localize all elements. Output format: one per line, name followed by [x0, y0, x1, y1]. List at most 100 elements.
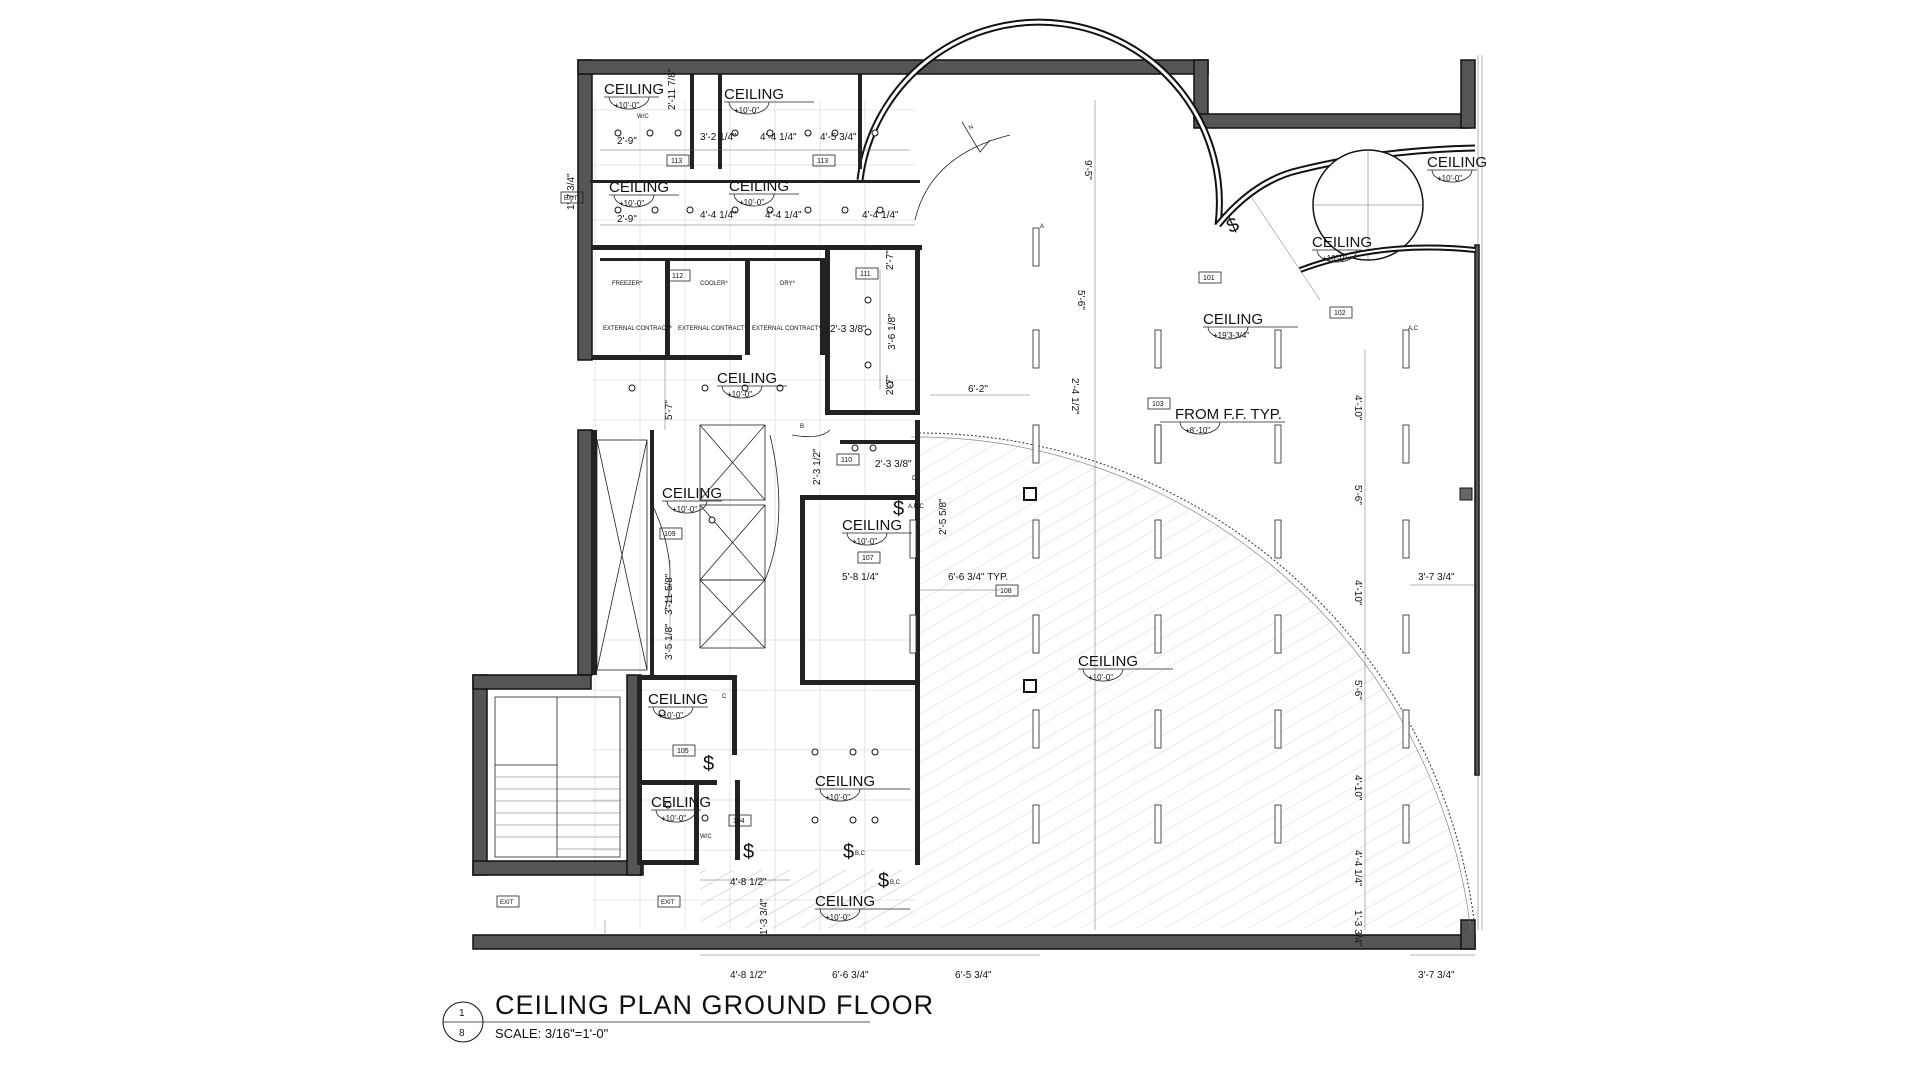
svg-text:4'-4 1/4": 4'-4 1/4": [1352, 850, 1363, 887]
ceiling-tag: CEILING +10'-0": [717, 370, 787, 399]
ceiling-tag: CEILING +10'-0": [729, 178, 799, 207]
hatched-ceiling-zone-left: [700, 870, 915, 928]
svg-text:N: N: [968, 124, 975, 131]
svg-text:9'-5": 9'-5": [1082, 160, 1093, 180]
svg-text:+10'-0": +10'-0": [825, 913, 850, 922]
svg-text:+10'-0": +10'-0": [661, 814, 686, 823]
ceiling-tag: CEILING +10'-0": [648, 691, 708, 720]
ceiling-tag: CEILING +19'3-3/4": [1203, 311, 1298, 340]
ceiling-tag: CEILING +10'-0": [1312, 234, 1372, 263]
title-block: 1 8 CEILING PLAN GROUND FLOOR SCALE: 3/1…: [442, 990, 934, 1043]
svg-text:CEILING: CEILING: [1427, 154, 1487, 171]
svg-text:104: 104: [733, 818, 745, 825]
ceiling-tags[interactable]: CEILING +10'-0" CEILING +10'-0" CEILING …: [604, 81, 1487, 922]
cooler-rooms: FREEZER* EXTERNAL CONTRACT* COOLER* EXTE…: [603, 281, 821, 332]
exit-label: EXIT: [564, 196, 578, 202]
svg-text:2'-4 1/2": 2'-4 1/2": [1069, 378, 1080, 415]
svg-text:2'-9": 2'-9": [617, 136, 637, 147]
svg-text:5'-6": 5'-6": [1075, 290, 1086, 310]
ceiling-tag: CEILING +10'-0": [662, 485, 722, 514]
svg-text:+19'3-3/4": +19'3-3/4": [1213, 331, 1249, 340]
ceiling-tag: CEILING +10'-0": [609, 179, 679, 208]
ceiling-tag: CEILING +10'-0": [1078, 653, 1173, 682]
svg-text:B,C: B,C: [855, 851, 866, 857]
svg-text:2'-3 3/8": 2'-3 3/8": [875, 459, 912, 470]
exit-sign[interactable]: [560, 191, 584, 204]
drawing-title: CEILING PLAN GROUND FLOOR: [495, 990, 934, 1020]
room-tag-104: 104: [728, 814, 752, 827]
room-tag-112: 112: [667, 269, 691, 282]
svg-text:B: B: [800, 424, 804, 430]
svg-text:CEILING: CEILING: [662, 485, 722, 502]
svg-text:105: 105: [677, 748, 689, 755]
ceiling-tag: CEILING +10'-0": [651, 794, 711, 823]
svg-text:CEILING: CEILING: [604, 81, 664, 98]
room-tag-107: 107: [857, 551, 881, 564]
ceiling-grid: [592, 100, 915, 930]
ceiling-tag: CEILING +10'-0": [604, 81, 664, 110]
svg-text:+10'-0": +10'-0": [734, 106, 759, 115]
svg-text:6'-6 3/4" TYP.: 6'-6 3/4" TYP.: [948, 572, 1008, 583]
svg-text:113: 113: [671, 158, 682, 165]
svg-text:2'-11 7/8": 2'-11 7/8": [667, 68, 678, 110]
svg-text:CEILING: CEILING: [815, 773, 875, 790]
svg-text:CEILING: CEILING: [648, 691, 708, 708]
svg-text:CEILING: CEILING: [1078, 653, 1138, 670]
room-tag-102: 102: [1329, 306, 1353, 319]
svg-text:C: C: [722, 694, 727, 700]
svg-text:6'-2": 6'-2": [968, 384, 988, 395]
room-tags[interactable]: 113 113 112 111 110 109 107 108 105 104 …: [659, 154, 1353, 827]
svg-text:5'-7": 5'-7": [664, 400, 675, 420]
exit-sign[interactable]: [657, 895, 681, 908]
svg-text:5'-6": 5'-6": [1352, 680, 1363, 700]
svg-text:112: 112: [672, 273, 683, 280]
svg-text:2'-7": 2'-7": [885, 375, 896, 395]
svg-text:$: $: [743, 841, 754, 863]
svg-text:$: $: [703, 753, 714, 775]
svg-text:CEILING: CEILING: [724, 86, 784, 103]
svg-text:CEILING: CEILING: [651, 794, 711, 811]
svg-text:2'-5 5/8": 2'-5 5/8": [938, 498, 949, 535]
svg-text:5'-8 1/4": 5'-8 1/4": [842, 572, 879, 583]
svg-text:4'-8 1/2": 4'-8 1/2": [730, 970, 767, 981]
svg-text:5'-6": 5'-6": [1352, 485, 1363, 505]
room-tag-113b: 113: [812, 154, 836, 167]
svg-text:+10'-0": +10'-0": [1437, 174, 1462, 183]
svg-text:1'-3 3/4": 1'-3 3/4": [759, 898, 770, 935]
freezer-label: FREEZER*: [612, 281, 643, 287]
room-tag-109: 109: [659, 527, 683, 540]
room-tag-110: 110: [836, 453, 860, 466]
contract-label: EXTERNAL CONTRACT*: [752, 326, 821, 332]
room-tag-113a: 113: [666, 154, 690, 167]
exit-signs[interactable]: EXIT EXIT EXIT: [496, 191, 681, 908]
svg-text:4'-4 1/4": 4'-4 1/4": [760, 132, 797, 143]
svg-text:CEILING: CEILING: [729, 178, 789, 195]
ceiling-tag-from-ff: FROM F.F. TYP. +8'-10": [1160, 406, 1285, 435]
svg-text:4'-4 1/4": 4'-4 1/4": [765, 210, 802, 221]
svg-text:+10'-0": +10'-0": [852, 537, 877, 546]
svg-text:4'-10": 4'-10": [1352, 395, 1363, 421]
svg-text:+10'-0": +10'-0": [672, 505, 697, 514]
svg-text:CEILING: CEILING: [815, 893, 875, 910]
svg-text:A: A: [1040, 224, 1044, 230]
exit-sign[interactable]: [496, 895, 520, 908]
svg-text:107: 107: [862, 555, 874, 562]
columns: [1023, 487, 1473, 693]
callout-top: 1: [459, 1008, 465, 1019]
quarter-circle-boundary: [914, 432, 1476, 929]
svg-text:4'-4 1/4": 4'-4 1/4": [700, 210, 737, 221]
svg-text:+10'-0": +10'-0": [739, 198, 764, 207]
room-tag-101: 101: [1198, 271, 1222, 284]
callout-bottom: 8: [459, 1028, 465, 1039]
svg-text:+8'-10": +8'-10": [1185, 426, 1210, 435]
exit-label: EXIT: [500, 900, 514, 906]
svg-text:4'-5 3/4": 4'-5 3/4": [820, 132, 857, 143]
contract-label: EXTERNAL CONTRACT*: [678, 326, 747, 332]
svg-text:6'-5 3/4": 6'-5 3/4": [955, 970, 992, 981]
svg-text:$: $: [843, 841, 854, 863]
ceiling-tag: CEILING +10'-0": [815, 773, 910, 802]
cooler-label: COOLER*: [700, 281, 728, 287]
linear-fixtures: [909, 227, 1410, 844]
dimension-texts: 2'-11 7/8" 2'-9" 3'-2 1/4" 4'-4 1/4" 4'-…: [566, 68, 1455, 981]
